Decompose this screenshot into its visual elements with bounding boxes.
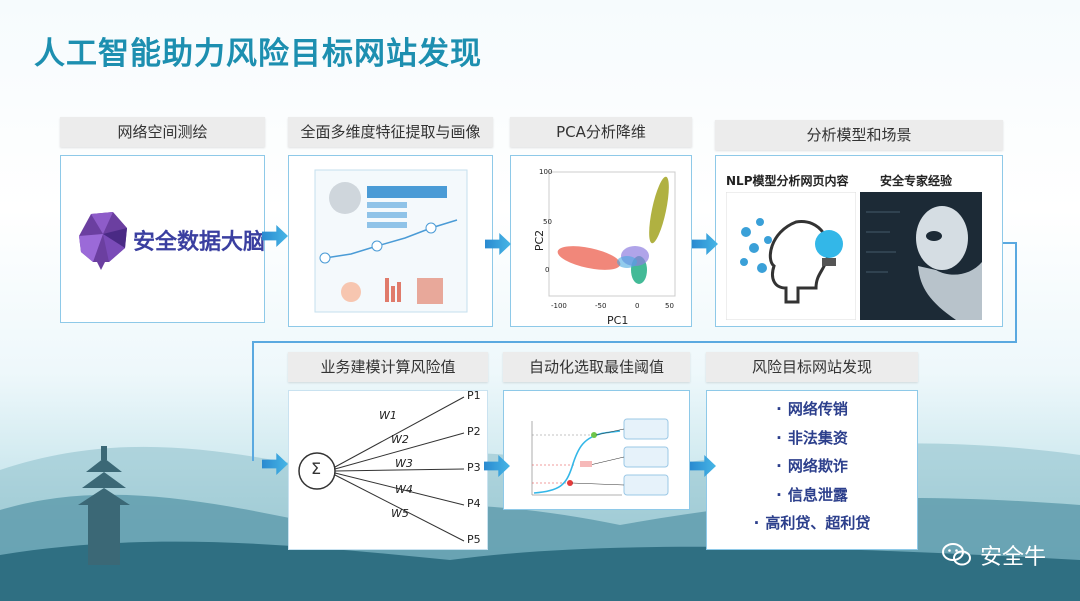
step1-label: 网络空间测绘 (60, 117, 265, 147)
risk-item-1: ·网络传销 (776, 400, 848, 418)
risk-item-3: ·网络欺诈 (776, 457, 848, 475)
weight-w5: W5 (391, 507, 409, 520)
step3-label: PCA分析降维 (510, 117, 692, 147)
pca-xtick-2: -50 (595, 302, 607, 310)
step3-panel: PC2 PC1 100 50 0 -100 -50 0 50 (510, 155, 692, 327)
brand-watermark: 安全牛 (941, 539, 1046, 571)
connector-stub (1001, 242, 1017, 244)
pca-xtick-4: 50 (665, 302, 674, 310)
pca-xlabel: PC1 (607, 314, 629, 327)
input-p4: P4 (467, 497, 481, 510)
pca-ytick-2: 50 (543, 218, 552, 226)
risk-site-list: ·网络传销 ·非法集资 ·网络欺诈 ·信息泄露 ·高利贷、超利贷 (707, 395, 917, 538)
logo-text: 安全数据大脑 (133, 230, 266, 255)
input-p3: P3 (467, 461, 481, 474)
step5-label: 业务建模计算风险值 (288, 352, 488, 382)
input-p2: P2 (467, 425, 481, 438)
weighted-sum-diagram (298, 396, 465, 542)
nlp-lightbulb-icon (726, 192, 856, 320)
brain-logo-icon (79, 212, 127, 270)
sum-symbol: Σ (311, 459, 322, 478)
nlp-subtitle: NLP模型分析网页内容 (726, 174, 849, 188)
step4-panel: NLP模型分析网页内容 安全专家经验 (715, 155, 1003, 327)
risk-item-4: ·信息泄露 (776, 485, 848, 504)
step1-panel: 安全数据大脑 (60, 155, 265, 323)
risk-item-2: ·非法集资 (776, 428, 848, 447)
step2-label: 全面多维度特征提取与画像 (288, 117, 493, 147)
weight-w1: W1 (379, 409, 397, 422)
step6-label: 自动化选取最佳阈值 (503, 352, 690, 382)
step5-panel: Σ P1 P2 P3 P4 P5 W1 W2 W3 W4 W5 (288, 389, 488, 550)
step7-label: 风险目标网站发现 (706, 352, 918, 382)
connector-left-vertical (252, 341, 254, 461)
pca-ytick-3: 0 (545, 266, 550, 274)
expert-subtitle: 安全专家经验 (880, 174, 953, 188)
connector-horizontal (252, 341, 1017, 343)
profile-diagram-icon (314, 169, 468, 313)
page-title: 人工智能助力风险目标网站发现 (34, 36, 482, 72)
pca-xtick-3: 0 (635, 302, 640, 310)
pca-xtick-1: -100 (551, 302, 567, 310)
input-p5: P5 (467, 533, 481, 546)
weight-w3: W3 (395, 457, 413, 470)
wechat-icon (941, 543, 971, 566)
brand-name: 安全牛 (979, 545, 1046, 570)
pca-scatter-plot (548, 171, 676, 297)
step2-panel (288, 155, 493, 327)
pca-ytick-1: 100 (539, 168, 553, 176)
input-p1: P1 (467, 389, 481, 402)
pca-ylabel: PC2 (533, 229, 547, 252)
robot-expert-image-icon (860, 192, 982, 320)
step7-panel: ·网络传销 ·非法集资 ·网络欺诈 ·信息泄露 ·高利贷、超利贷 (706, 390, 918, 550)
step4-label: 分析模型和场景 (715, 120, 1003, 150)
weight-w2: W2 (391, 433, 409, 446)
risk-item-5: ·高利贷、超利贷 (753, 514, 871, 532)
connector-right-vertical (1015, 242, 1017, 342)
threshold-curve-chart (531, 418, 669, 496)
weight-w4: W4 (395, 483, 413, 496)
step6-panel (503, 390, 690, 510)
